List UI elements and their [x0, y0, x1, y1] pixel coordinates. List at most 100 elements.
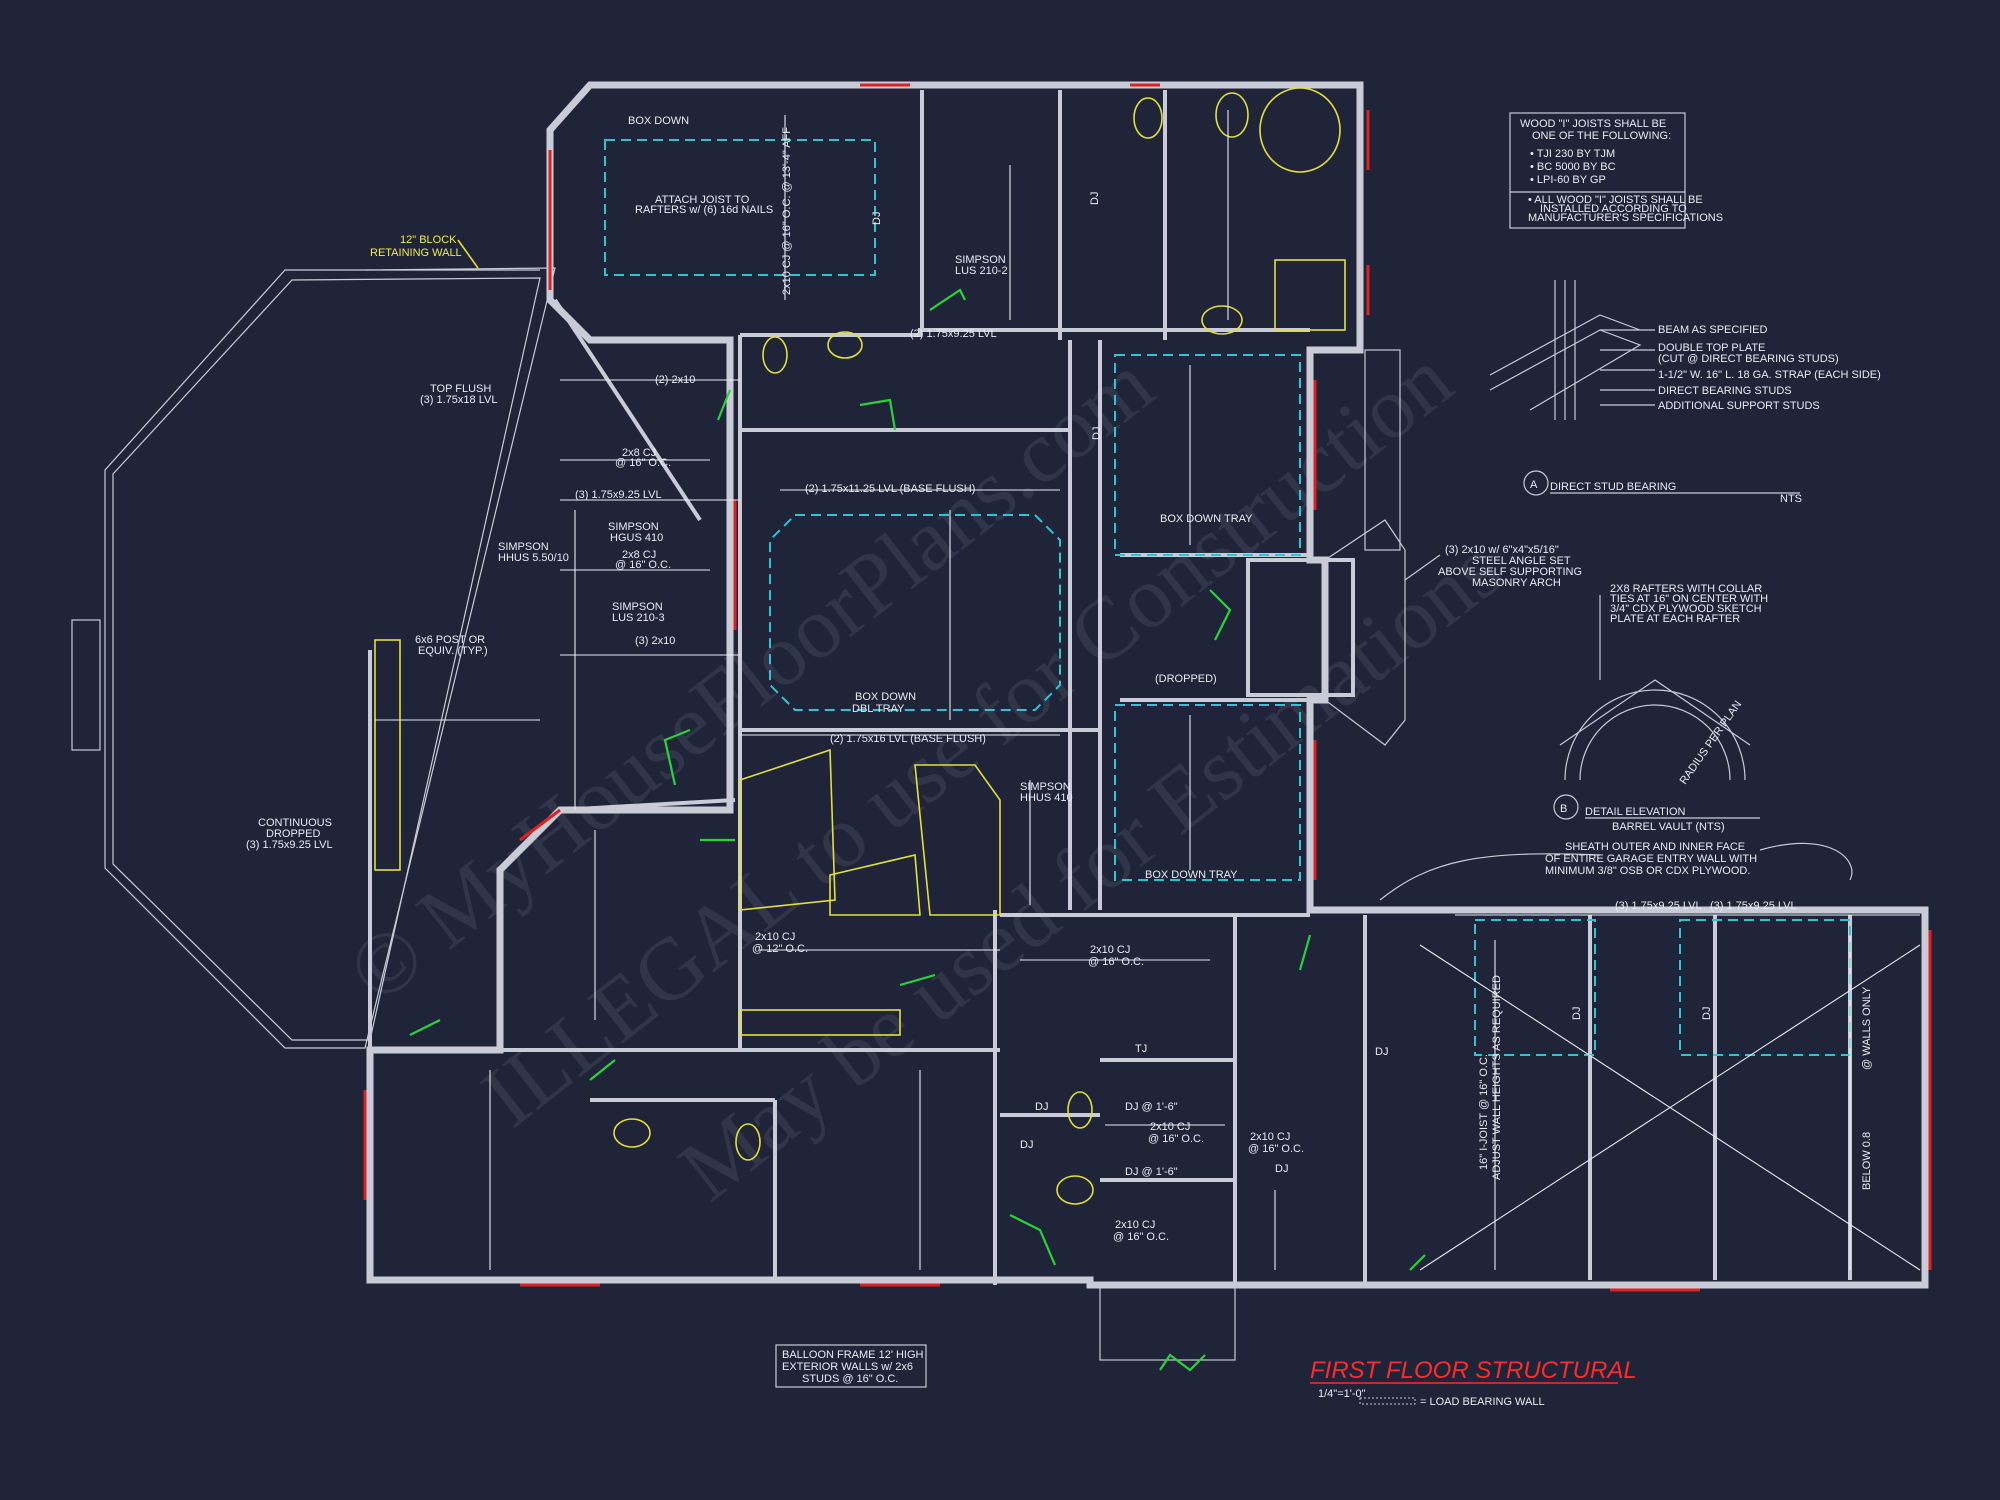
label-hhus-2: HHUS 5.50/10: [498, 552, 569, 564]
label-dj-4: DJ: [1571, 1007, 1583, 1020]
label-dropped: (DROPPED): [1155, 673, 1217, 685]
label-cj12-1: 2x10 CJ: [755, 931, 795, 943]
callout-cut: (CUT @ DIRECT BEARING STUDS): [1658, 353, 1839, 365]
label-dj-5: DJ: [1701, 1007, 1713, 1020]
drawing-legend: = LOAD BEARING WALL: [1420, 1396, 1545, 1408]
counter-bottom: [739, 1009, 901, 1036]
detail-b-sub: BARREL VAULT (NTS): [1612, 821, 1725, 833]
tub: [1259, 87, 1341, 173]
label-simpson-1b: LUS 210-2: [955, 265, 1008, 277]
title-block: FIRST FLOOR STRUCTURAL 1/4"=1'-0" = LOAD…: [1310, 1357, 1637, 1408]
retaining-2: RETAINING WALL: [370, 247, 462, 259]
label-attach-1: ATTACH JOIST TO: [655, 194, 750, 206]
label-box-dbl-1: BOX DOWN: [855, 691, 916, 703]
label-top-flush-1: TOP FLUSH: [430, 383, 491, 395]
note-7: INSTALLED ACCORDING TO: [1540, 203, 1687, 215]
load-bearing-markers: [363, 83, 1932, 1292]
balloon-2: EXTERIOR WALLS w/ 2x6: [782, 1361, 913, 1373]
label-attach-2: RAFTERS w/ (6) 16d NAILS: [635, 204, 773, 216]
drawing-scale: 1/4"=1'-0": [1318, 1388, 1366, 1400]
balloon-note: BALLOON FRAME 12' HIGH EXTERIOR WALLS w/…: [775, 1344, 927, 1388]
label-box-dbl-2: DBL TRAY: [852, 703, 905, 715]
callout-b4: PLATE AT EACH RAFTER: [1610, 613, 1740, 625]
doors: [409, 288, 1426, 1372]
steel-note: (3) 2x10 w/ 6"x4"x5/16" STEEL ANGLE SET …: [1404, 544, 1582, 589]
label-garage-lvl-1: (3) 1.75x9.25 LVL: [1615, 900, 1702, 912]
label-hgus-1: SIMPSON: [608, 521, 659, 533]
sheath-note: SHEATH OUTER AND INNER FACE OF ENTIRE GA…: [1379, 841, 1853, 901]
label-hhus410-1: SIMPSON: [1020, 781, 1071, 793]
label-top-flush-2: (3) 1.75x18 LVL: [420, 394, 497, 406]
label-lvl-2: (2) 1.75x11.25 LVL (BASE FLUSH): [805, 483, 975, 495]
note-5: • LPI-60 BY GP: [1530, 174, 1606, 186]
label-lvl-1: (2) 1.75x9.25 LVL: [910, 328, 997, 340]
joist-notes: WOOD "I" JOISTS SHALL BE ONE OF THE FOLL…: [1509, 112, 1723, 229]
detail-b-tag: B: [1560, 803, 1567, 815]
label-dj-9: DJ: [1375, 1046, 1388, 1058]
toilet-3: [735, 1123, 761, 1161]
label-walls-only: @ WALLS ONLY: [1861, 986, 1873, 1070]
note-4: • BC 5000 BY BC: [1530, 161, 1616, 173]
label-simpson-1a: SIMPSON: [955, 254, 1006, 266]
beams: [560, 379, 1920, 916]
label-dj-8: DJ: [1275, 1163, 1288, 1175]
callout-beam: BEAM AS SPECIFIED: [1658, 324, 1767, 336]
balloon-3: STUDS @ 16" O.C.: [802, 1373, 898, 1385]
drawing-title: FIRST FLOOR STRUCTURAL: [1310, 1357, 1637, 1384]
label-2x8-2: @ 16" O.C.: [615, 457, 671, 469]
label-dj-6: DJ: [1035, 1101, 1048, 1113]
label-dj-1: DJ: [871, 212, 883, 225]
sink-5: [1056, 1175, 1094, 1205]
toilet-2: [762, 336, 788, 374]
label-2x8-1: 2x8 CJ: [622, 447, 656, 459]
label-lus-1: SIMPSON: [612, 601, 663, 613]
steel-3: ABOVE SELF SUPPORTING: [1438, 566, 1582, 578]
label-post-2: EQUIV. (TYP.): [418, 645, 488, 657]
label-3-2x10: (3) 2x10: [635, 635, 675, 647]
detail-a-tag-circle: [1523, 470, 1549, 496]
sheath-1: SHEATH OUTER AND INNER FACE: [1565, 841, 1745, 853]
exterior-walls: [366, 81, 1929, 1289]
detail-a-sub: NTS: [1780, 493, 1802, 505]
shower: [1274, 259, 1346, 331]
steel-1: (3) 2x10 w/ 6"x4"x5/16": [1445, 544, 1559, 556]
sink-4: [613, 1118, 651, 1148]
label-2-2x10: (2) 2x10: [655, 374, 695, 386]
label-cj16-7: 2x10 CJ: [1250, 1131, 1290, 1143]
label-2x8-4: @ 16" O.C.: [615, 559, 671, 571]
note-2: ONE OF THE FOLLOWING:: [1532, 130, 1671, 142]
label-post-1: 6x6 POST OR: [415, 634, 485, 646]
fixtures: [374, 87, 1346, 1205]
label-cj16-4: @ 16" O.C.: [1148, 1133, 1204, 1145]
label-dj-2: DJ: [1089, 192, 1101, 205]
tray-outlines: [604, 139, 1851, 1056]
label-dj16-2: DJ @ 1'-6": [1125, 1166, 1178, 1178]
sink-2: [1201, 305, 1243, 335]
toilet-1: [1133, 97, 1163, 139]
label-cont-3: (3) 1.75x9.25 LVL: [246, 839, 333, 851]
label-cont-1: CONTINUOUS: [258, 817, 332, 829]
label-lvl-3: (3) 1.75x9.25 LVL: [575, 489, 662, 501]
retaining-1: 12" BLOCK: [400, 234, 457, 246]
label-tray-1: BOX DOWN TRAY: [1160, 513, 1253, 525]
label-lus-2: LUS 210-3: [612, 612, 665, 624]
detail-b-title: DETAIL ELEVATION: [1585, 806, 1686, 818]
watermark: © MyHouseFloorPlans.com ILLEGAL to use f…: [331, 331, 1520, 1220]
detail-b: B DETAIL ELEVATION BARREL VAULT (NTS) 2X…: [1553, 583, 1768, 833]
label-hhus410-2: HHUS 410: [1020, 792, 1073, 804]
kitchen-counter: [739, 748, 836, 911]
detail-a-tag: A: [1530, 479, 1538, 491]
callout-top-plate: DOUBLE TOP PLATE: [1658, 342, 1765, 354]
callout-studs: DIRECT BEARING STUDS: [1658, 385, 1792, 397]
plan-labels: BOX DOWN ATTACH JOIST TO RAFTERS w/ (6) …: [246, 115, 1873, 1243]
label-cj16-2: @ 16" O.C.: [1088, 956, 1144, 968]
toilet-4: [1067, 1091, 1093, 1129]
retaining-note: 12" BLOCK RETAINING WALL: [370, 234, 479, 269]
label-garage-lvl-2: (3) 1.75x9.25 LVL: [1710, 900, 1797, 912]
label-lvl-4: (2) 1.75x16 LVL (BASE FLUSH): [830, 733, 986, 745]
label-hgus-2: HGUS 410: [610, 532, 663, 544]
balloon-1: BALLOON FRAME 12' HIGH: [782, 1349, 924, 1361]
label-2x8-3: 2x8 CJ: [622, 549, 656, 561]
